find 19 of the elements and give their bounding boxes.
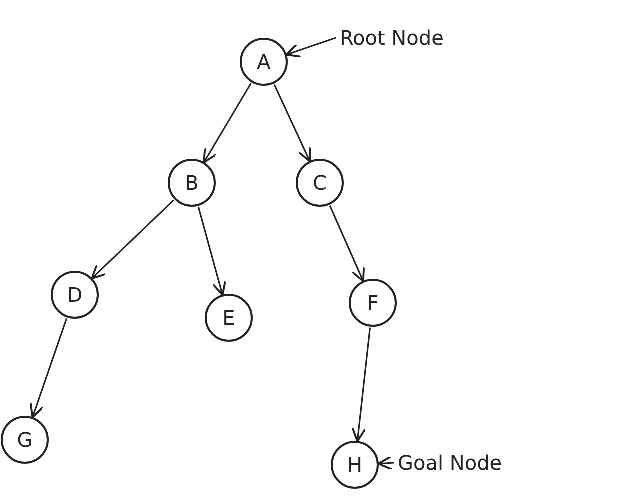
tree-node: G [1, 416, 49, 464]
arrow [203, 83, 252, 164]
tree-node: H [331, 441, 379, 489]
arrow [198, 206, 226, 296]
arrow [352, 328, 372, 442]
arrow [30, 318, 68, 419]
node-label: Goal Node [398, 451, 502, 475]
arrow [274, 84, 312, 162]
tree-node: B [168, 159, 216, 207]
tree-node: C [296, 159, 344, 207]
tree-node: D [51, 271, 99, 319]
tree-node: A [240, 38, 288, 86]
tree-node: E [205, 294, 253, 342]
leader-arrow [286, 37, 336, 58]
arrow [91, 200, 174, 280]
arrow [329, 206, 366, 282]
tree-node: F [349, 279, 397, 327]
node-label: Root Node [340, 26, 444, 50]
leader-arrow [378, 456, 394, 470]
